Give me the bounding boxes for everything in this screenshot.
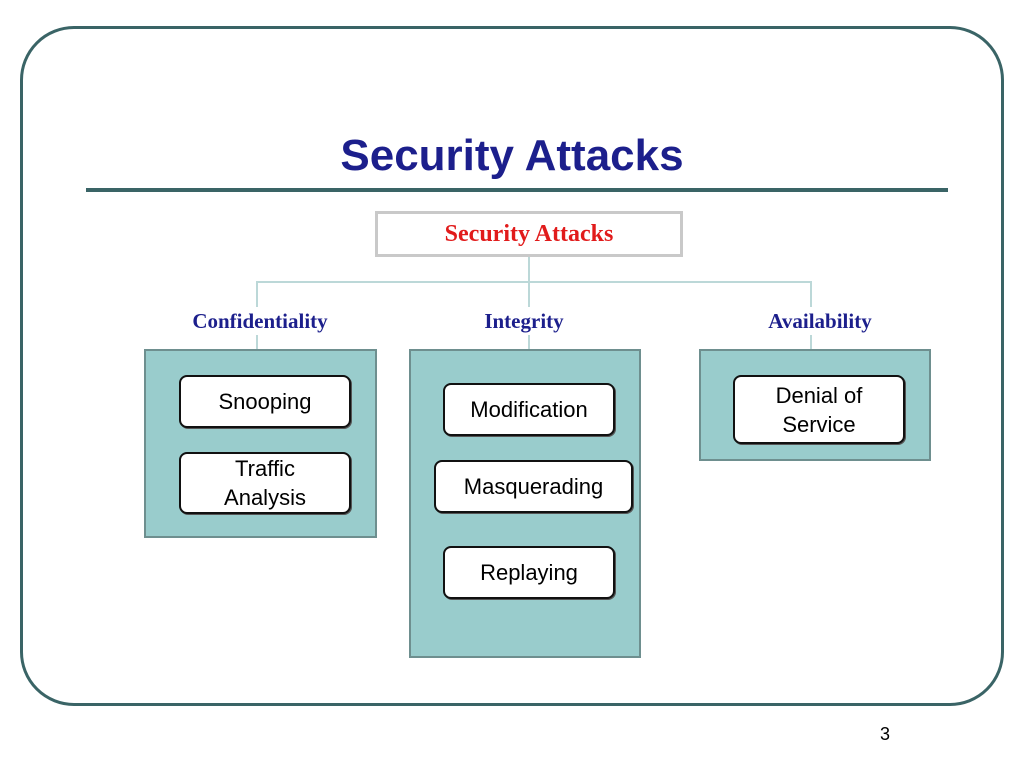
attack-label-modification: Modification bbox=[470, 397, 588, 422]
attack-label-replaying: Replaying bbox=[480, 560, 578, 585]
attack-box-replaying: Replaying bbox=[443, 546, 615, 599]
attack-box-traffic-analysis: Traffic Analysis bbox=[179, 452, 351, 514]
title-rule bbox=[86, 188, 948, 192]
root-node: Security Attacks bbox=[375, 211, 683, 257]
category-label-confidentiality: Confidentiality bbox=[168, 307, 352, 335]
connector-root-stem bbox=[528, 257, 530, 281]
attack-label-snooping: Snooping bbox=[218, 389, 312, 414]
page-number: 3 bbox=[879, 724, 890, 744]
attack-box-snooping: Snooping bbox=[179, 375, 351, 428]
attack-label-traffic-analysis: Traffic Analysis bbox=[224, 456, 306, 510]
category-label-availability: Availability bbox=[748, 307, 892, 335]
slide-title: Security Attacks bbox=[340, 131, 684, 180]
category-label-integrity: Integrity bbox=[466, 307, 582, 335]
attack-box-masquerading: Masquerading bbox=[434, 460, 633, 513]
connector-horizontal bbox=[256, 281, 812, 283]
attack-label-denial-of-service: Denial of Service bbox=[775, 382, 863, 437]
attack-box-modification: Modification bbox=[443, 383, 615, 436]
attack-box-denial-of-service: Denial of Service bbox=[733, 375, 905, 444]
root-node-label: Security Attacks bbox=[444, 220, 614, 247]
attack-label-masquerading: Masquerading bbox=[463, 474, 604, 499]
